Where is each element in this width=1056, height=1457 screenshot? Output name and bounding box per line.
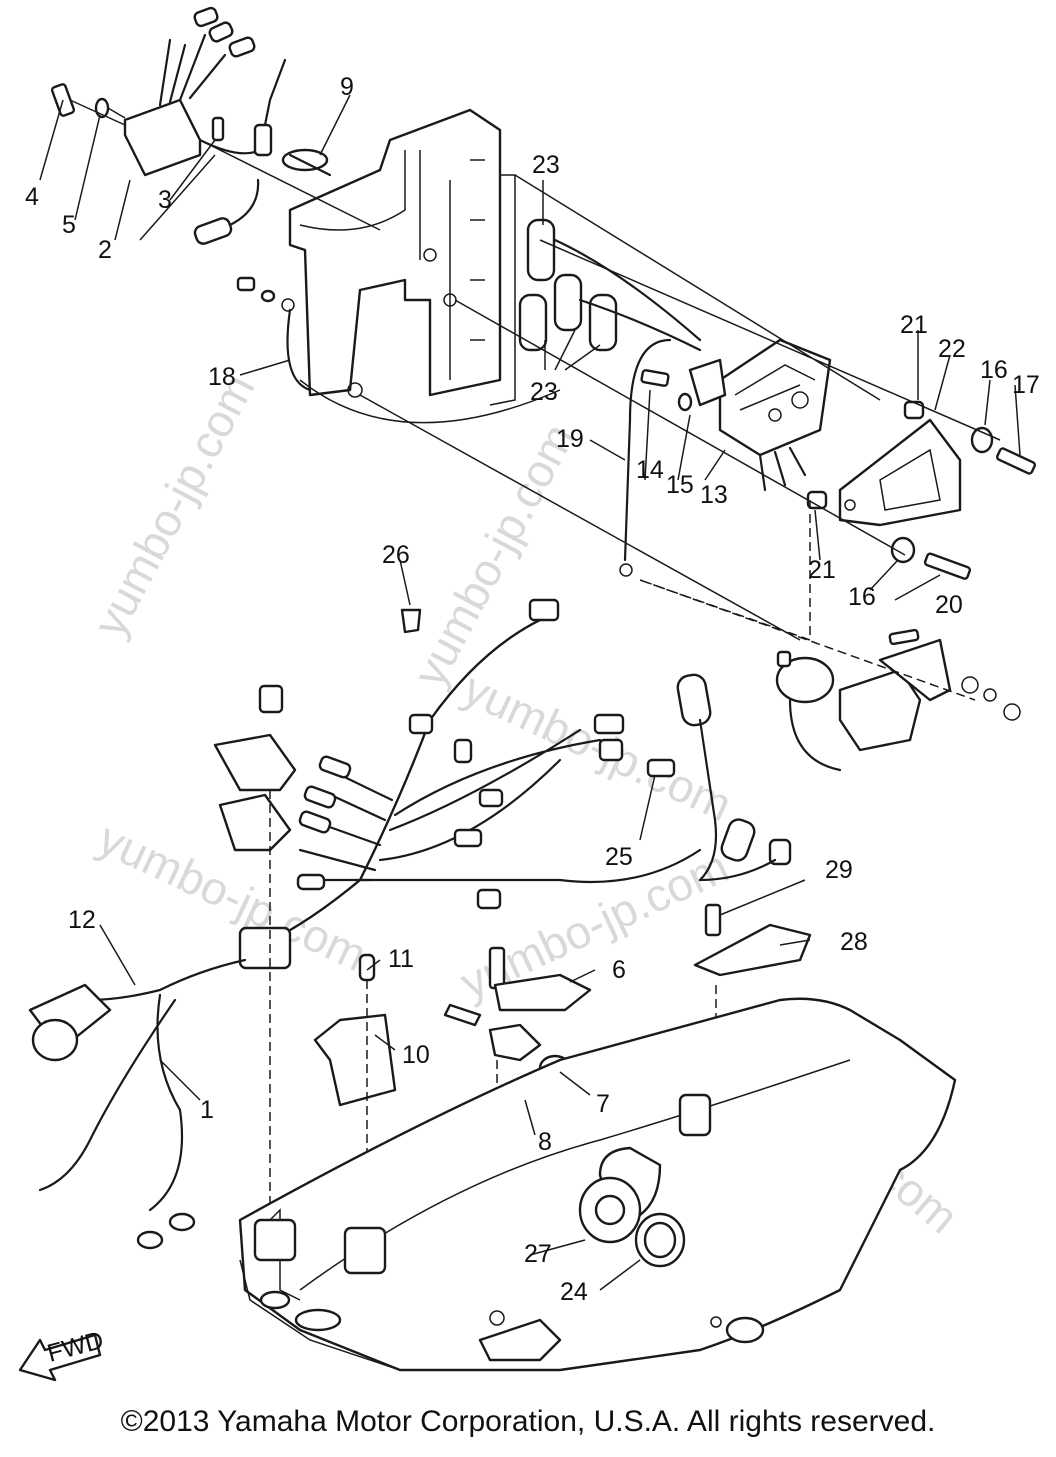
copyright-notice: ©2013 Yamaha Motor Corporation, U.S.A. A… <box>120 1405 936 1438</box>
leader-lines <box>39 94 1021 1291</box>
callout-3: 3 <box>158 186 172 214</box>
bolt-4-washer-5-collar-3 <box>50 83 225 142</box>
callout-9: 9 <box>340 73 354 101</box>
callout-23: 23 <box>532 151 560 179</box>
bracket-22 <box>806 400 1036 580</box>
clip-25 <box>400 608 422 634</box>
rectifier-regulator <box>123 6 287 245</box>
ground-leads-19-20 <box>236 276 693 577</box>
callout-11: 11 <box>388 945 414 973</box>
grommets-left <box>213 684 297 1260</box>
callout-2: 2 <box>98 236 112 264</box>
callout-13: 13 <box>700 481 728 509</box>
parts-diagram: yumbo-jp.com yumbo-jp.com yumbo-jp.com y… <box>18 6 1040 1382</box>
callout-21: 21 <box>900 311 928 339</box>
callout-25: 26 <box>382 541 410 569</box>
callout-12: 12 <box>68 906 96 934</box>
callout-23: 23 <box>530 378 558 406</box>
callout-10: 10 <box>402 1041 430 1069</box>
callout-7: 7 <box>596 1090 610 1118</box>
callout-28: 28 <box>840 928 868 956</box>
clamp-9 <box>281 148 332 177</box>
callout-29: 29 <box>825 856 853 884</box>
callout-1: 1 <box>200 1096 214 1124</box>
callout-4: 4 <box>25 183 39 211</box>
callout-26: 27 <box>524 1240 552 1268</box>
mounting-bracket-plate <box>288 108 561 424</box>
callout-18: 20 <box>935 591 963 619</box>
callout-15: 15 <box>666 471 694 499</box>
callout-17: 17 <box>1012 371 1040 399</box>
callout-24: 25 <box>605 843 633 871</box>
starter-relay-assembly <box>775 628 1021 772</box>
cdi-unit-13 <box>688 338 832 492</box>
callout-19: 18 <box>208 363 236 391</box>
callout-16: 16 <box>980 356 1008 384</box>
wire-harness <box>28 598 792 1250</box>
callout-27: 24 <box>560 1278 588 1306</box>
guide-lines <box>199 139 1001 701</box>
callout-8: 8 <box>538 1128 552 1156</box>
callouts: 4 5 3 2 9 23 23 18 19 14 15 13 21 22 16 … <box>25 73 1040 1306</box>
parts-28-29 <box>693 903 812 1320</box>
bottom-cowling <box>238 997 957 1372</box>
callout-6: 6 <box>612 956 626 984</box>
callout-21: 21 <box>808 556 836 584</box>
callout-5: 5 <box>62 211 76 239</box>
watermark: yumbo-jp.com <box>83 365 265 644</box>
fwd-arrow: FWD <box>18 1326 107 1382</box>
parts-6-7-8-10-11 <box>313 946 592 1310</box>
callout-22: 22 <box>938 335 966 363</box>
callout-16: 16 <box>848 583 876 611</box>
callout-14: 14 <box>636 456 664 484</box>
spark-plug-caps-23 <box>518 218 702 352</box>
watermark: yumbo-jp.com <box>403 415 585 694</box>
callout-20: 19 <box>556 425 584 453</box>
